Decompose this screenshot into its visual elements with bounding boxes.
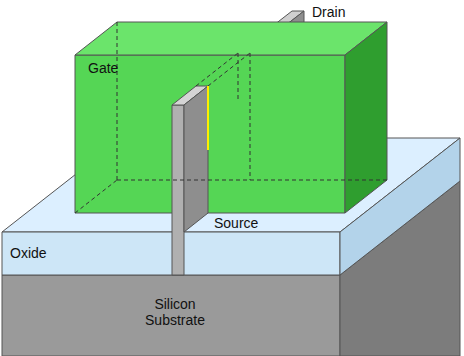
fin-front-face [172, 105, 184, 275]
part-label: Gate [88, 60, 118, 76]
gate-front [75, 55, 345, 213]
part-label: Drain [312, 4, 345, 20]
hidden-edge [75, 180, 117, 213]
substrate-front [2, 275, 340, 356]
fin-front-side [184, 86, 208, 232]
hidden-edge [238, 53, 239, 100]
oxide-front [2, 232, 340, 275]
hidden-edge [117, 22, 118, 180]
hidden-edge [208, 53, 250, 86]
hidden-edge [117, 180, 387, 181]
gate-side [345, 22, 387, 213]
channel-edge [207, 86, 209, 150]
hidden-edge [196, 53, 238, 86]
part-label: Oxide [10, 245, 47, 261]
part-label: Source [214, 215, 258, 231]
gate-top [75, 22, 387, 55]
part-label: Silicon Substrate [125, 296, 225, 328]
hidden-edge [250, 53, 251, 180]
